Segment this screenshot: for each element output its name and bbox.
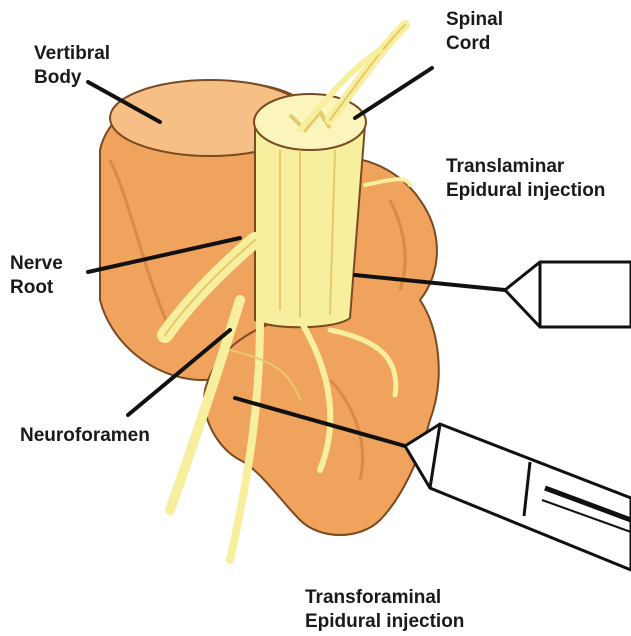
- label-line: Epidural injection: [446, 179, 605, 203]
- translaminar-syringe: [505, 262, 631, 327]
- label-line: Vertibral: [34, 42, 110, 66]
- label-transforaminal-injection: Transforaminal Epidural injection: [305, 586, 464, 634]
- label-line: Epidural injection: [305, 610, 464, 634]
- label-vertebral-body: Vertibral Body: [34, 42, 110, 90]
- label-line: Root: [10, 276, 63, 300]
- transforaminal-syringe: [405, 424, 631, 570]
- label-line: Spinal: [446, 8, 503, 32]
- label-line: Cord: [446, 32, 503, 56]
- label-nerve-root: Nerve Root: [10, 252, 63, 300]
- label-translaminar-injection: Translaminar Epidural injection: [446, 155, 605, 203]
- label-line: Transforaminal: [305, 586, 464, 610]
- label-line: Body: [34, 66, 110, 90]
- spinal-cord-shape: [254, 94, 366, 327]
- label-line: Neuroforamen: [20, 424, 150, 448]
- label-line: Translaminar: [446, 155, 605, 179]
- label-neuroforamen: Neuroforamen: [20, 424, 150, 448]
- label-line: Nerve: [10, 252, 63, 276]
- label-spinal-cord: Spinal Cord: [446, 8, 503, 56]
